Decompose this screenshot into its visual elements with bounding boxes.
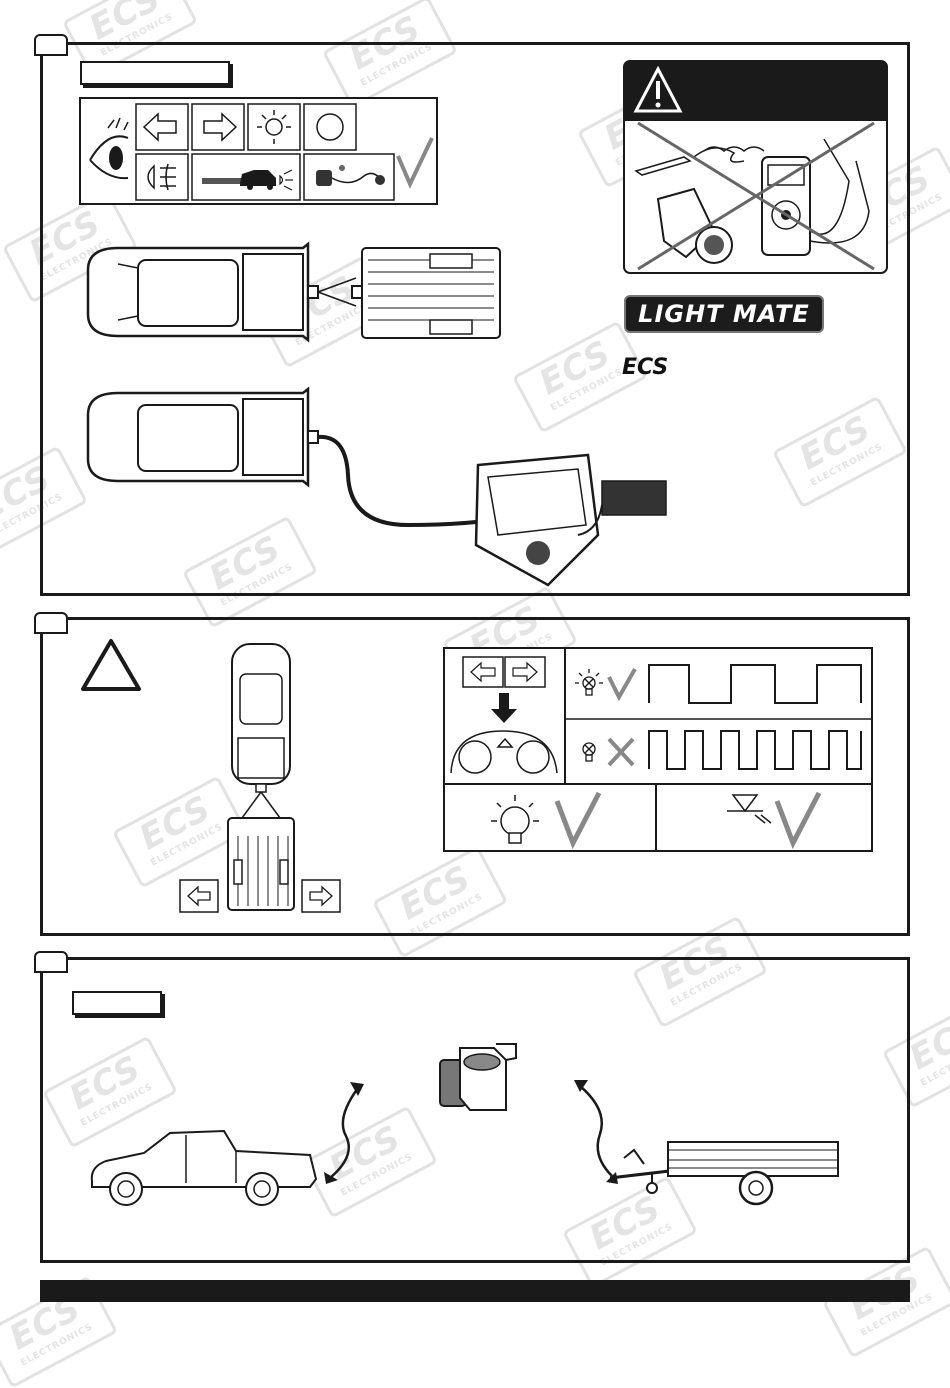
trailer-side-view <box>609 1141 839 1206</box>
bulb-off-icon <box>582 742 596 762</box>
indicator-signal-table <box>443 647 873 852</box>
step-1-tab <box>34 34 68 56</box>
light-check-symbol-grid <box>79 97 438 205</box>
fog-light-icon <box>147 163 176 191</box>
bulb-icon <box>491 795 539 844</box>
arrow-left-icon <box>142 112 177 142</box>
step-3-label-box <box>72 991 162 1015</box>
light-icon <box>575 669 603 696</box>
wiring-icon <box>316 165 385 186</box>
circle-icon <box>316 113 344 141</box>
ecs-logo: ECS <box>622 355 669 380</box>
pickup-truck-side-view <box>90 1129 318 1206</box>
connect-arrow-left <box>324 1082 364 1184</box>
arrow-left-icon <box>187 885 211 907</box>
step-1-panel <box>40 42 910 596</box>
eye-icon <box>89 117 129 180</box>
arrow-right-icon <box>309 885 333 907</box>
warning-triangle-icon <box>633 65 683 113</box>
warning-no-test-lamp-panel <box>623 60 888 274</box>
trailer-socket-icon <box>439 1043 517 1111</box>
check-icon <box>554 791 602 850</box>
truck-with-tester-case <box>86 386 667 587</box>
led-icon <box>727 794 772 824</box>
car-light-icon <box>202 169 293 191</box>
check-icon <box>607 668 637 702</box>
arrow-left-icon <box>470 661 496 683</box>
check-icon <box>774 791 822 850</box>
light-icon <box>257 110 291 144</box>
lightmate-logo: LIGHT MATE <box>624 295 824 333</box>
arrow-right-icon <box>203 112 238 142</box>
footer-bar <box>40 1280 910 1302</box>
arrow-right-icon <box>512 661 538 683</box>
step-2-panel <box>40 617 910 936</box>
truck-trailer-rear-view <box>179 643 341 913</box>
dashboard-cluster <box>450 730 558 774</box>
check-icon <box>396 137 434 189</box>
warning-triangle-icon <box>81 639 141 691</box>
truck-with-trailer-top-view <box>86 241 501 343</box>
step-3-panel <box>40 957 910 1263</box>
step-2-tab <box>34 612 68 634</box>
step-3-tab <box>34 951 68 973</box>
step-1-label-box <box>80 61 230 85</box>
cross-icon <box>607 737 635 767</box>
